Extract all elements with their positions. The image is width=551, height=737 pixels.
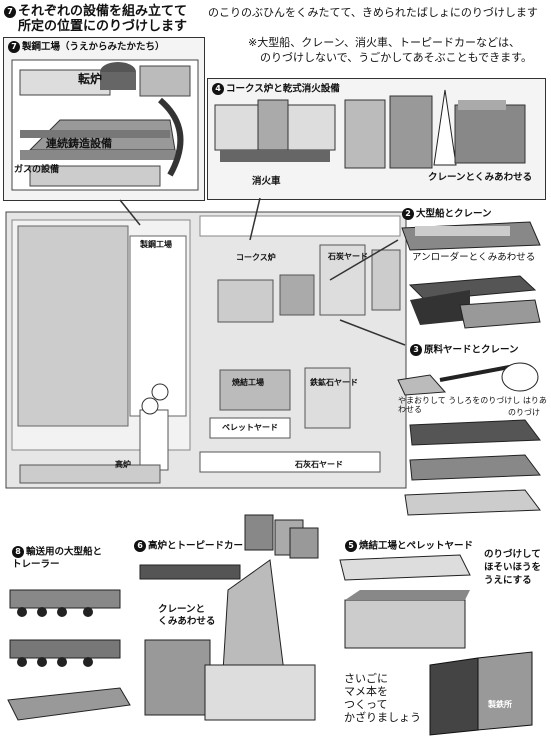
yard-glue-note: のりづけ [508, 408, 540, 417]
note-line2: のりづけしないで、うごかしてあそぶこともできます。 [260, 51, 533, 64]
title-line1: それぞれの設備を組み立てて [18, 4, 188, 19]
map-pellet: ペレットヤード [222, 423, 278, 432]
map-coke: コークス炉 [236, 253, 276, 262]
booklet-title: 製鉄所 [488, 700, 512, 709]
fire-truck-label: 消火車 [252, 176, 281, 187]
unloader-label: アンローダーとくみあわせる [412, 252, 536, 263]
instruction-line1: のこりのぶひんをくみたてて、きめられたばしょにのりづけします [208, 6, 538, 19]
tenro-label: 転炉 [78, 72, 103, 86]
renzoku-label: 連続鋳造設備 [46, 137, 112, 150]
map-limestone: 鉄鉱石ヤード [310, 378, 358, 387]
map-ore-yard: 石炭ヤード [328, 252, 368, 261]
finish-note: さいごに マメ本を つくって かざりましょう [344, 672, 421, 724]
map-steel: 製鋼工場 [140, 240, 172, 249]
map-limestone-yard: 石灰石ヤード [295, 460, 343, 469]
title-line2: 所定の位置にのりづけします [18, 19, 188, 34]
map-sinter: 焼結工場 [232, 378, 264, 387]
sinter-glue-note: のりづけして ほそいほうを うえにする [484, 549, 542, 586]
furnace-crane-note: クレーンと くみあわせる [158, 604, 216, 627]
coke-crane-label: クレーンとくみあわせる [428, 172, 533, 183]
note-line1: ※大型船、クレーン、消火車、トーピードカーなどは、 [248, 36, 521, 49]
map-blast: 高炉 [115, 460, 131, 469]
step-number: 7 [4, 5, 16, 18]
yard-fold-note: やまおりして うしろをのりづけし はりあわせる [398, 396, 547, 414]
gas-label: ガスの設備 [14, 165, 60, 175]
